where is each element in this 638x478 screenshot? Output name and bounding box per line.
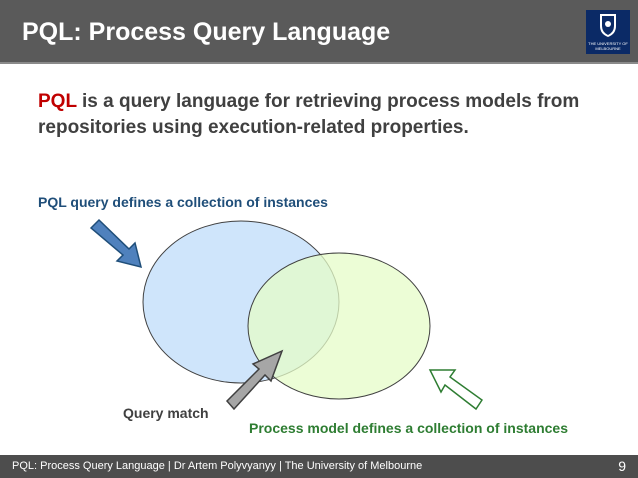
slide-title: PQL: Process Query Language [22, 18, 391, 46]
page-number: 9 [618, 458, 626, 474]
slide-footer: PQL: Process Query Language | Dr Artem P… [0, 455, 638, 478]
footer-text: PQL: Process Query Language | Dr Artem P… [12, 460, 423, 472]
intro-term: PQL [38, 91, 77, 112]
intro-description: is a query language for retrieving proce… [38, 91, 580, 138]
query-match-label: Query match [123, 405, 209, 421]
intro-text: PQL is a query language for retrieving p… [38, 89, 618, 141]
pql-query-label: PQL query defines a collection of instan… [38, 194, 328, 210]
blue-arrow-icon [89, 218, 143, 269]
process-model-label: Process model defines a collection of in… [249, 420, 568, 436]
logo-text: THE UNIVERSITY OF MELBOURNE [588, 41, 628, 51]
grey-arrow-icon [225, 349, 284, 411]
process-model-circle [247, 252, 431, 400]
slide-header: PQL: Process Query Language THE UNIVERSI… [0, 0, 638, 64]
university-crest-icon [600, 14, 616, 37]
university-logo: THE UNIVERSITY OF MELBOURNE [586, 10, 630, 54]
green-arrow-icon [428, 369, 484, 411]
